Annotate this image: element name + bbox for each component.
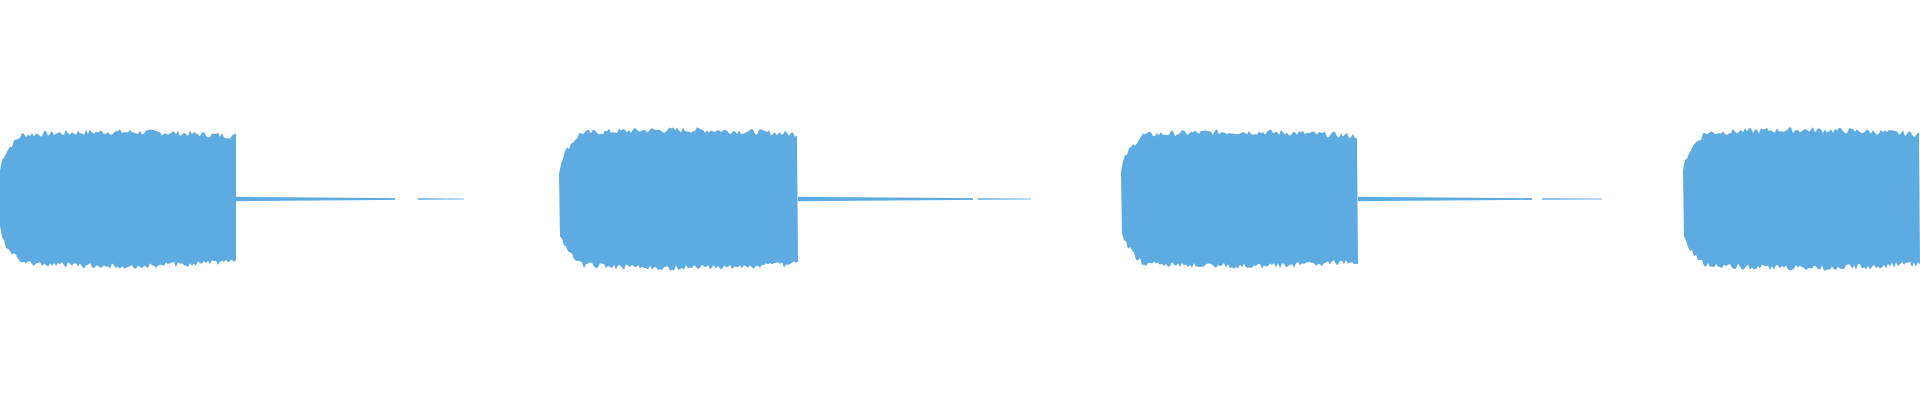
- waveform-decay-trail: [978, 198, 1031, 200]
- waveform-burst: [0, 129, 236, 269]
- waveform-decay-trail: [1358, 196, 1532, 202]
- waveform-burst: [1121, 129, 1358, 269]
- waveform-burst: [1683, 127, 1920, 271]
- waveform-decay-trail: [798, 196, 973, 202]
- waveform-decay-trail: [236, 196, 395, 202]
- waveform-decay-trail: [1542, 198, 1602, 200]
- waveform-burst: [559, 127, 798, 271]
- waveform-decay-trail: [418, 198, 464, 200]
- waveform-bursts: [0, 127, 1920, 271]
